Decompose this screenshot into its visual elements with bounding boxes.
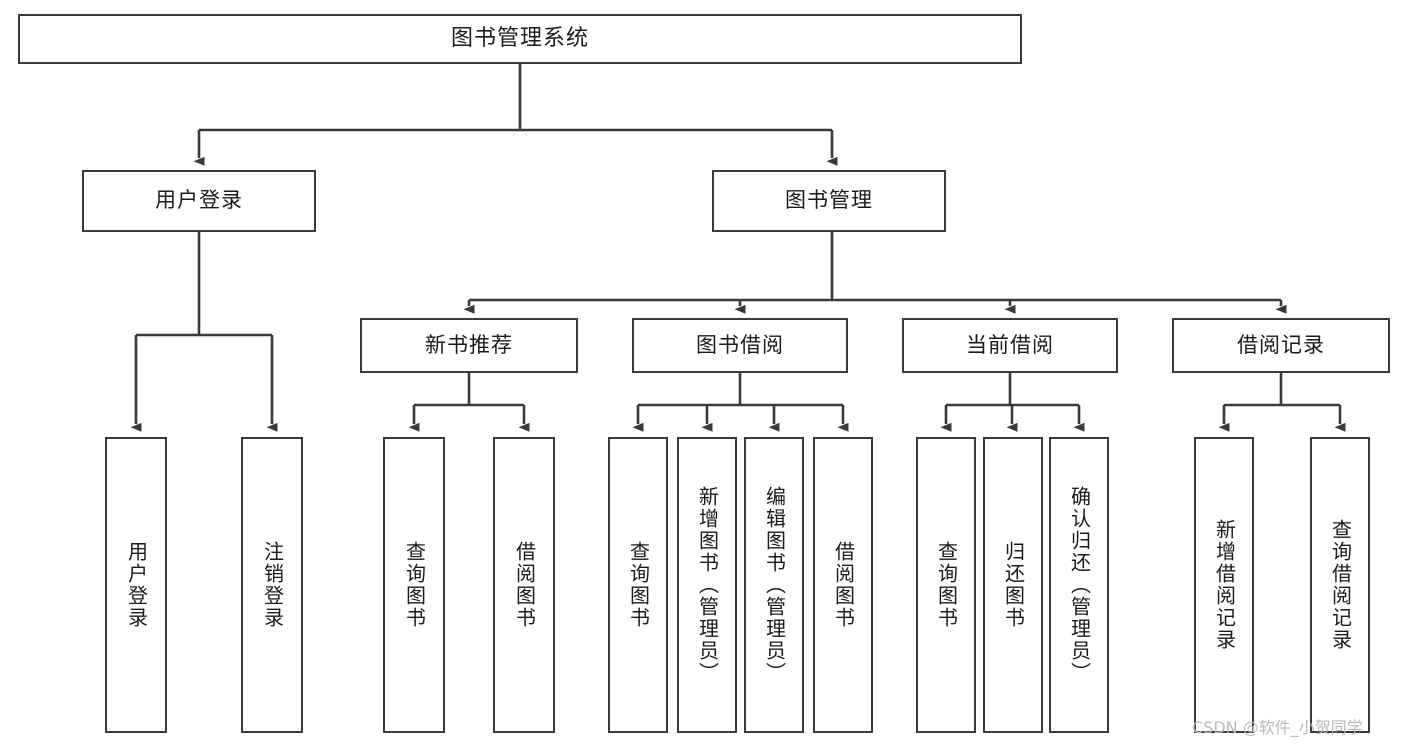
node-leaf-confirm-return[interactable]: 确认归还（管理员） [1049,437,1109,733]
csdn-watermark: CSDN @软件_小贺同学 [1192,718,1363,737]
node-leaf-query-book-2[interactable]: 查询图书 [608,437,668,733]
node-leaf-edit-book[interactable]: 编辑图书（管理员） [744,437,804,733]
node-book-borrow[interactable]: 图书借阅 [632,318,848,373]
node-new-book-recommend[interactable]: 新书推荐 [360,318,578,373]
node-borrow-record[interactable]: 借阅记录 [1172,318,1390,373]
node-leaf-borrow-book-2[interactable]: 借阅图书 [813,437,873,733]
node-leaf-query-book-1[interactable]: 查询图书 [383,437,445,733]
node-root[interactable]: 图书管理系统 [18,14,1022,64]
node-leaf-query-record[interactable]: 查询借阅记录 [1310,437,1370,733]
node-leaf-borrow-book-1[interactable]: 借阅图书 [493,437,555,733]
node-book-manage[interactable]: 图书管理 [712,170,946,232]
node-leaf-user-login[interactable]: 用户登录 [105,437,167,733]
node-leaf-query-book-3[interactable]: 查询图书 [916,437,976,733]
node-leaf-add-book[interactable]: 新增图书（管理员） [677,437,737,733]
node-leaf-return-book[interactable]: 归还图书 [983,437,1043,733]
node-leaf-logout-login[interactable]: 注销登录 [241,437,303,733]
node-leaf-add-record[interactable]: 新增借阅记录 [1194,437,1254,733]
node-current-borrow[interactable]: 当前借阅 [902,318,1118,373]
node-user-login[interactable]: 用户登录 [82,170,316,232]
